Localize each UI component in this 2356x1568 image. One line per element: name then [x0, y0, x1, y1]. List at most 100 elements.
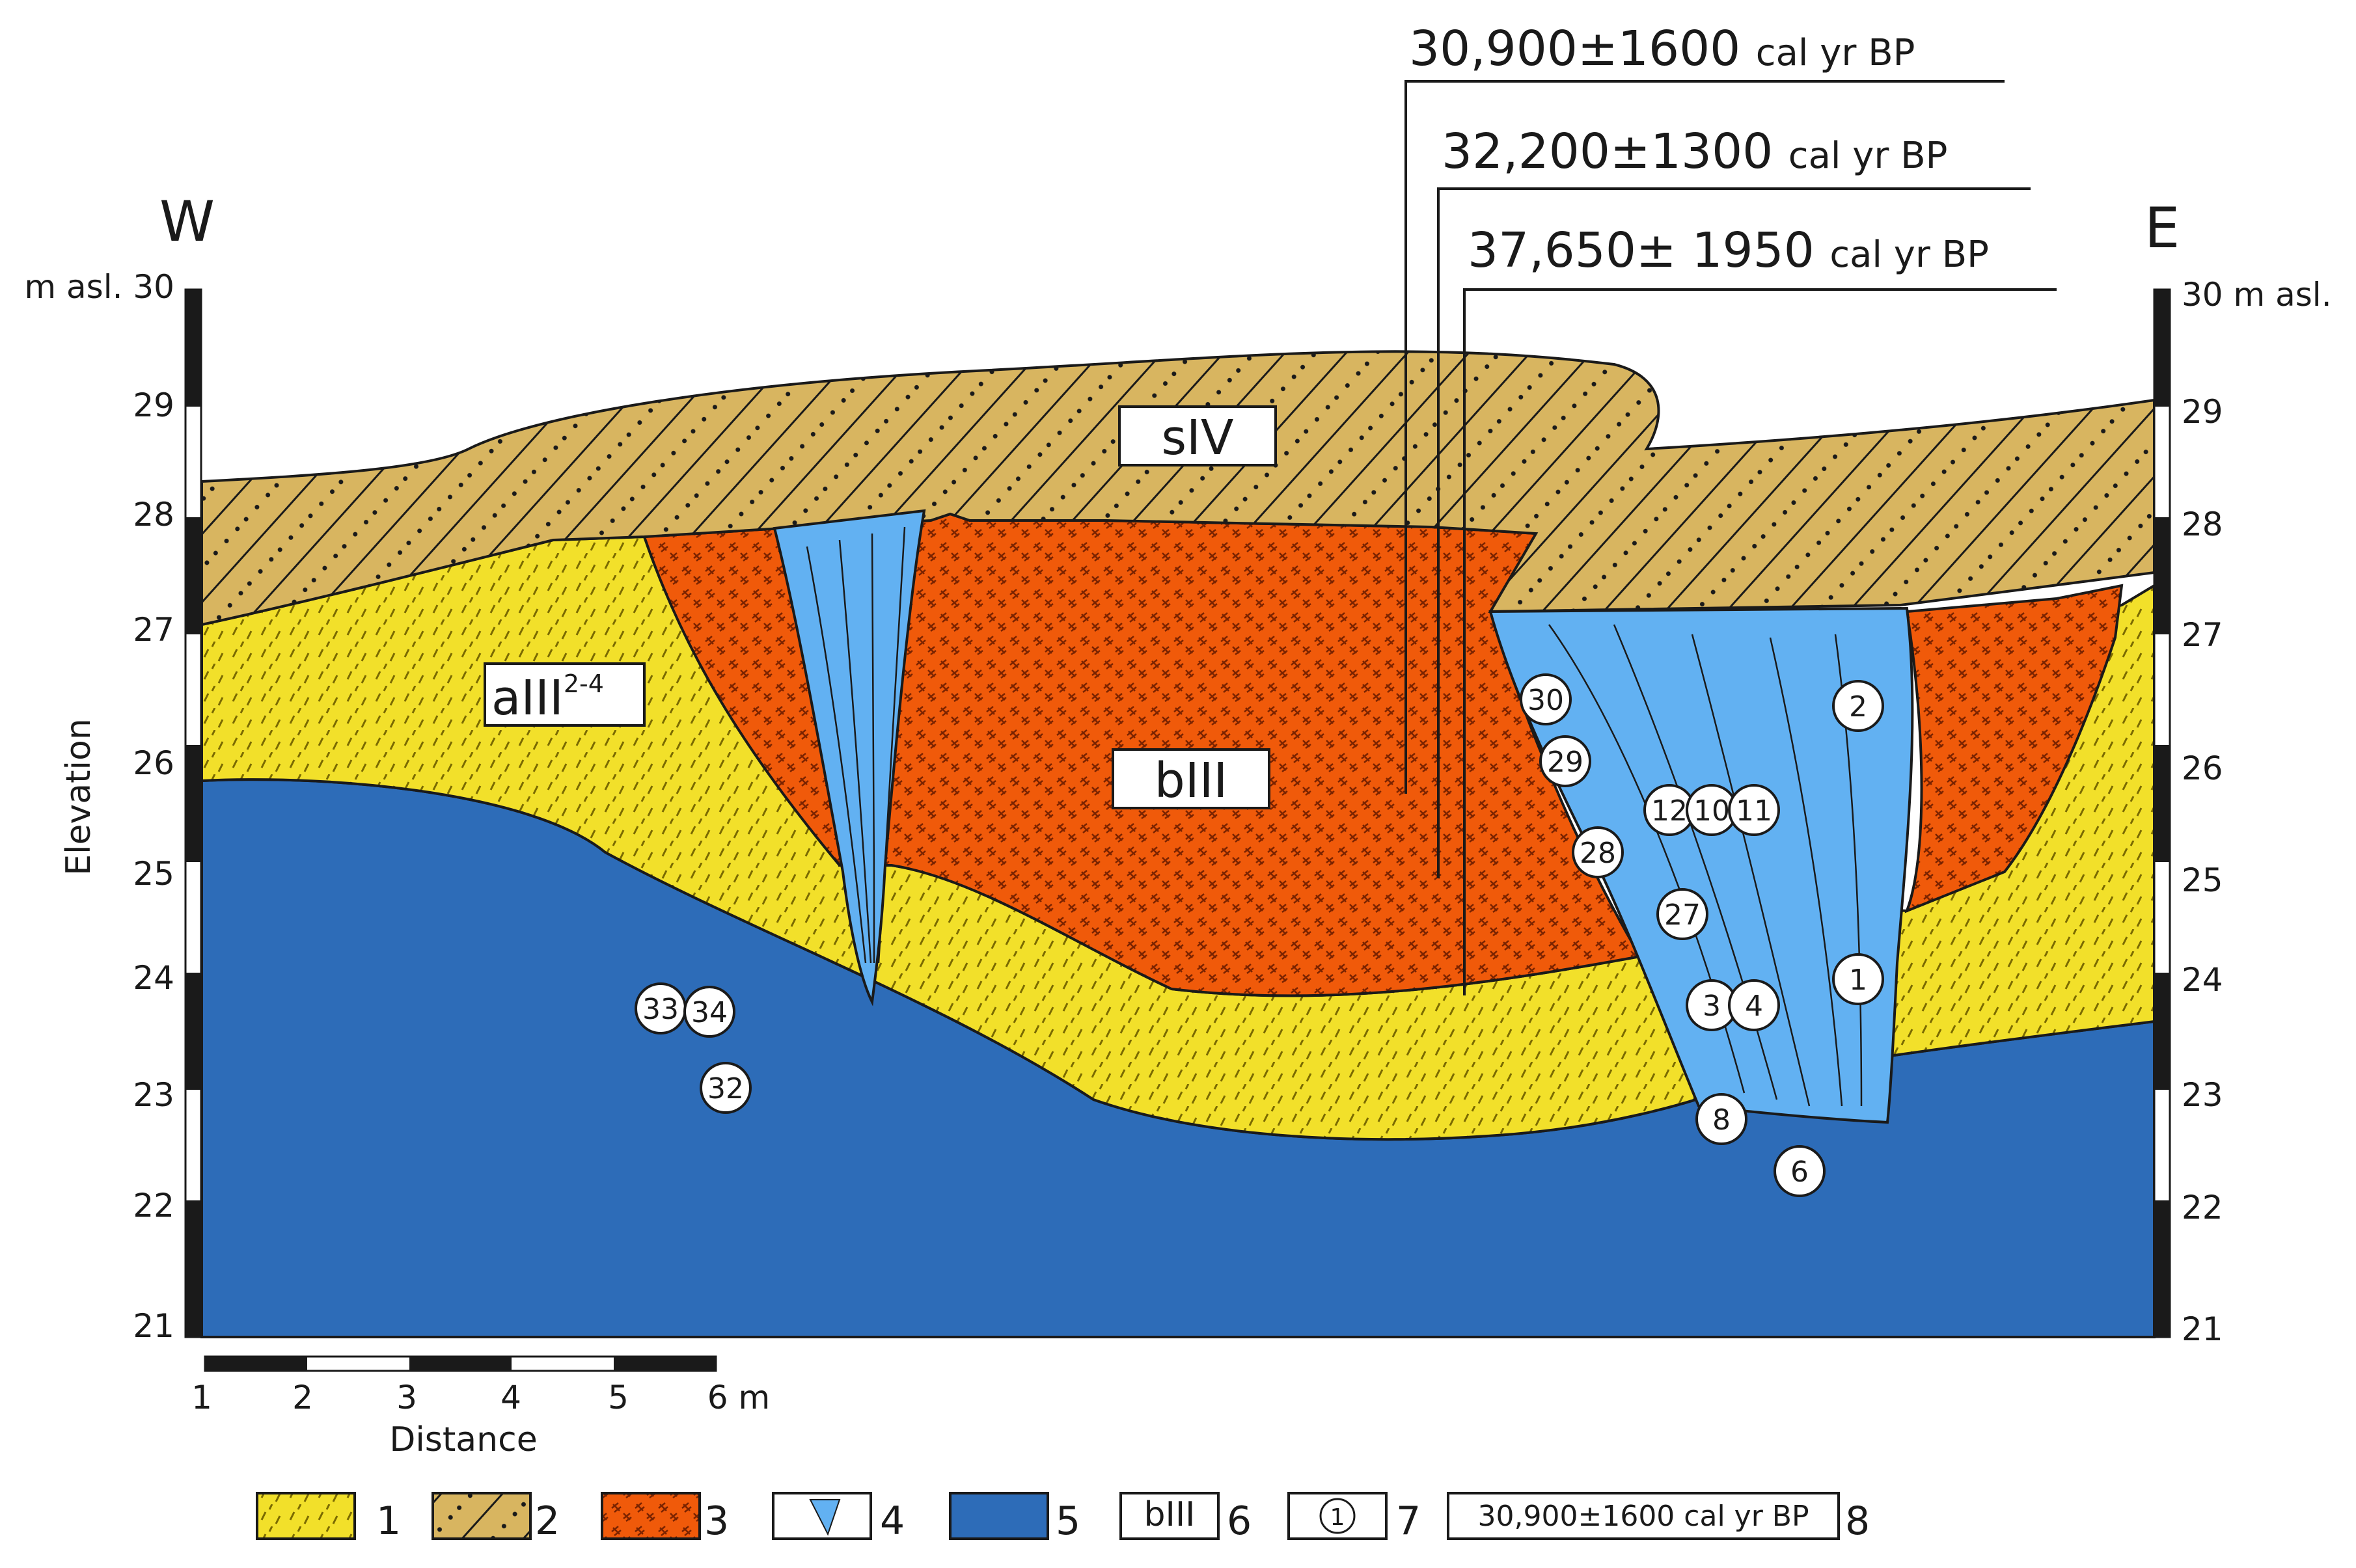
sample-marker-27: 27	[1656, 888, 1708, 940]
svg-text:30: 30	[1527, 684, 1564, 717]
svg-text:2: 2	[1849, 690, 1867, 723]
legend-item-1: 1	[256, 1492, 401, 1544]
right-tick-22: 22	[2182, 1189, 2223, 1226]
date-label-2: 32,200±1300 cal yr BP	[1442, 124, 1947, 180]
legend-item-3: 3	[601, 1492, 729, 1544]
distance-tick-5: 5	[608, 1379, 629, 1416]
svg-text:sIV: sIV	[1162, 410, 1234, 466]
sample-marker-30: 30	[1520, 673, 1572, 725]
svg-text:6: 6	[1227, 1498, 1252, 1544]
svg-text:33: 33	[642, 993, 679, 1026]
right-tick-28: 28	[2182, 506, 2223, 543]
west-label: W	[159, 189, 215, 254]
right-elevation-bar	[2153, 288, 2171, 1338]
sample-marker-6: 6	[1774, 1145, 1826, 1197]
legend: 1 2 3 4 5 bIII 6 1 7	[256, 1492, 1870, 1544]
svg-text:aIII2-4: aIII2-4	[491, 669, 604, 726]
legend-item-2: 2	[431, 1492, 560, 1544]
sample-marker-10: 10	[1686, 784, 1738, 836]
svg-text:bIII: bIII	[1144, 1495, 1195, 1534]
left-tick-24: 24	[133, 959, 174, 997]
distance-tick-2: 2	[292, 1379, 313, 1416]
sample-marker-34: 34	[683, 986, 735, 1038]
svg-text:10: 10	[1693, 794, 1730, 828]
y-axis-title: Elevation	[59, 718, 98, 876]
sample-marker-33: 33	[635, 982, 687, 1034]
left-tick-27: 27	[133, 611, 174, 649]
svg-text:12: 12	[1651, 794, 1688, 828]
right-tick-27: 27	[2182, 616, 2223, 654]
svg-text:8: 8	[1712, 1103, 1731, 1137]
sample-marker-2: 2	[1832, 680, 1884, 732]
east-label: E	[2144, 196, 2180, 261]
sample-marker-29: 29	[1539, 735, 1591, 787]
left-tick-26: 26	[133, 744, 174, 782]
svg-text:1: 1	[1849, 964, 1867, 997]
date-label-3: 37,650± 1950 cal yr BP	[1468, 223, 1989, 278]
right-tick-21: 21	[2182, 1310, 2223, 1348]
svg-text:5: 5	[1056, 1498, 1080, 1544]
distance-tick-1: 1	[191, 1379, 212, 1416]
sample-markers: 30 29 28 27 12 10 11 3 4 2 1 8 6 33 34 3…	[635, 673, 1884, 1197]
right-elevation-ticks: 29 28 27 26 25 24 23 22 21	[2182, 393, 2223, 1348]
unit-label-bIII: bIII	[1112, 748, 1270, 809]
date-leader-lines	[1404, 80, 2057, 995]
svg-text:1: 1	[376, 1498, 401, 1544]
svg-text:4: 4	[1745, 990, 1763, 1023]
left-top-elevation-label: m asl. 30	[24, 268, 174, 306]
svg-text:7: 7	[1396, 1498, 1421, 1544]
unit-2-tan-cover	[200, 350, 2156, 627]
unit-3-orange-layer-east	[1904, 584, 2124, 913]
legend-item-8: 30,900±1600 cal yr BP 8	[1447, 1492, 1870, 1544]
sample-marker-3: 3	[1686, 979, 1738, 1031]
right-tick-29: 29	[2182, 393, 2223, 431]
right-tick-24: 24	[2182, 961, 2223, 999]
left-tick-22: 22	[133, 1187, 174, 1224]
distance-tick-6: 6 m	[707, 1379, 770, 1416]
sample-marker-28: 28	[1572, 826, 1624, 878]
legend-item-6: bIII 6	[1119, 1492, 1252, 1544]
left-tick-28: 28	[133, 496, 174, 534]
legend-item-7: 1 7	[1287, 1492, 1421, 1544]
svg-text:11: 11	[1736, 794, 1772, 828]
svg-text:1: 1	[1330, 1504, 1345, 1531]
unit-label-sIV: sIV	[1118, 405, 1277, 466]
right-tick-25: 25	[2182, 861, 2223, 899]
svg-text:2: 2	[535, 1498, 560, 1544]
svg-text:4: 4	[880, 1498, 905, 1544]
sample-marker-11: 11	[1728, 784, 1780, 836]
left-tick-21: 21	[133, 1307, 174, 1345]
legend-item-4: 4	[772, 1492, 905, 1544]
x-axis-title: Distance	[389, 1420, 537, 1459]
svg-text:6: 6	[1790, 1156, 1809, 1189]
svg-text:3: 3	[1703, 990, 1721, 1023]
svg-text:32: 32	[707, 1072, 744, 1105]
left-tick-25: 25	[133, 855, 174, 893]
left-tick-29: 29	[133, 386, 174, 424]
ice-wedge-icon	[809, 1499, 841, 1536]
left-tick-23: 23	[133, 1076, 174, 1114]
date-label-1: 30,900±1600 cal yr BP	[1409, 21, 1915, 77]
right-tick-23: 23	[2182, 1076, 2223, 1114]
svg-text:28: 28	[1580, 837, 1616, 870]
ice-wedge-east	[1488, 606, 1914, 1124]
sample-marker-1: 1	[1832, 953, 1884, 1005]
ice-wedge-west	[773, 509, 926, 1007]
sample-marker-8: 8	[1695, 1093, 1747, 1145]
left-elevation-bar	[184, 288, 202, 1338]
left-elevation-ticks: 29 28 27 26 25 24 23 22 21	[133, 386, 174, 1345]
svg-text:bIII: bIII	[1155, 753, 1227, 809]
legend-item-5: 5	[949, 1492, 1080, 1544]
svg-text:27: 27	[1664, 899, 1701, 932]
distance-tick-3: 3	[396, 1379, 417, 1416]
distance-ticks: 1 2 3 4 5 6 m	[191, 1379, 770, 1416]
distance-tick-4: 4	[500, 1379, 521, 1416]
svg-text:8: 8	[1845, 1498, 1870, 1544]
svg-text:3: 3	[704, 1498, 729, 1544]
sample-marker-4: 4	[1728, 979, 1780, 1031]
ice-wedge-west-lines	[806, 526, 906, 964]
svg-text:30,900±1600 cal yr BP: 30,900±1600 cal yr BP	[1478, 1500, 1809, 1533]
svg-text:34: 34	[691, 996, 728, 1029]
